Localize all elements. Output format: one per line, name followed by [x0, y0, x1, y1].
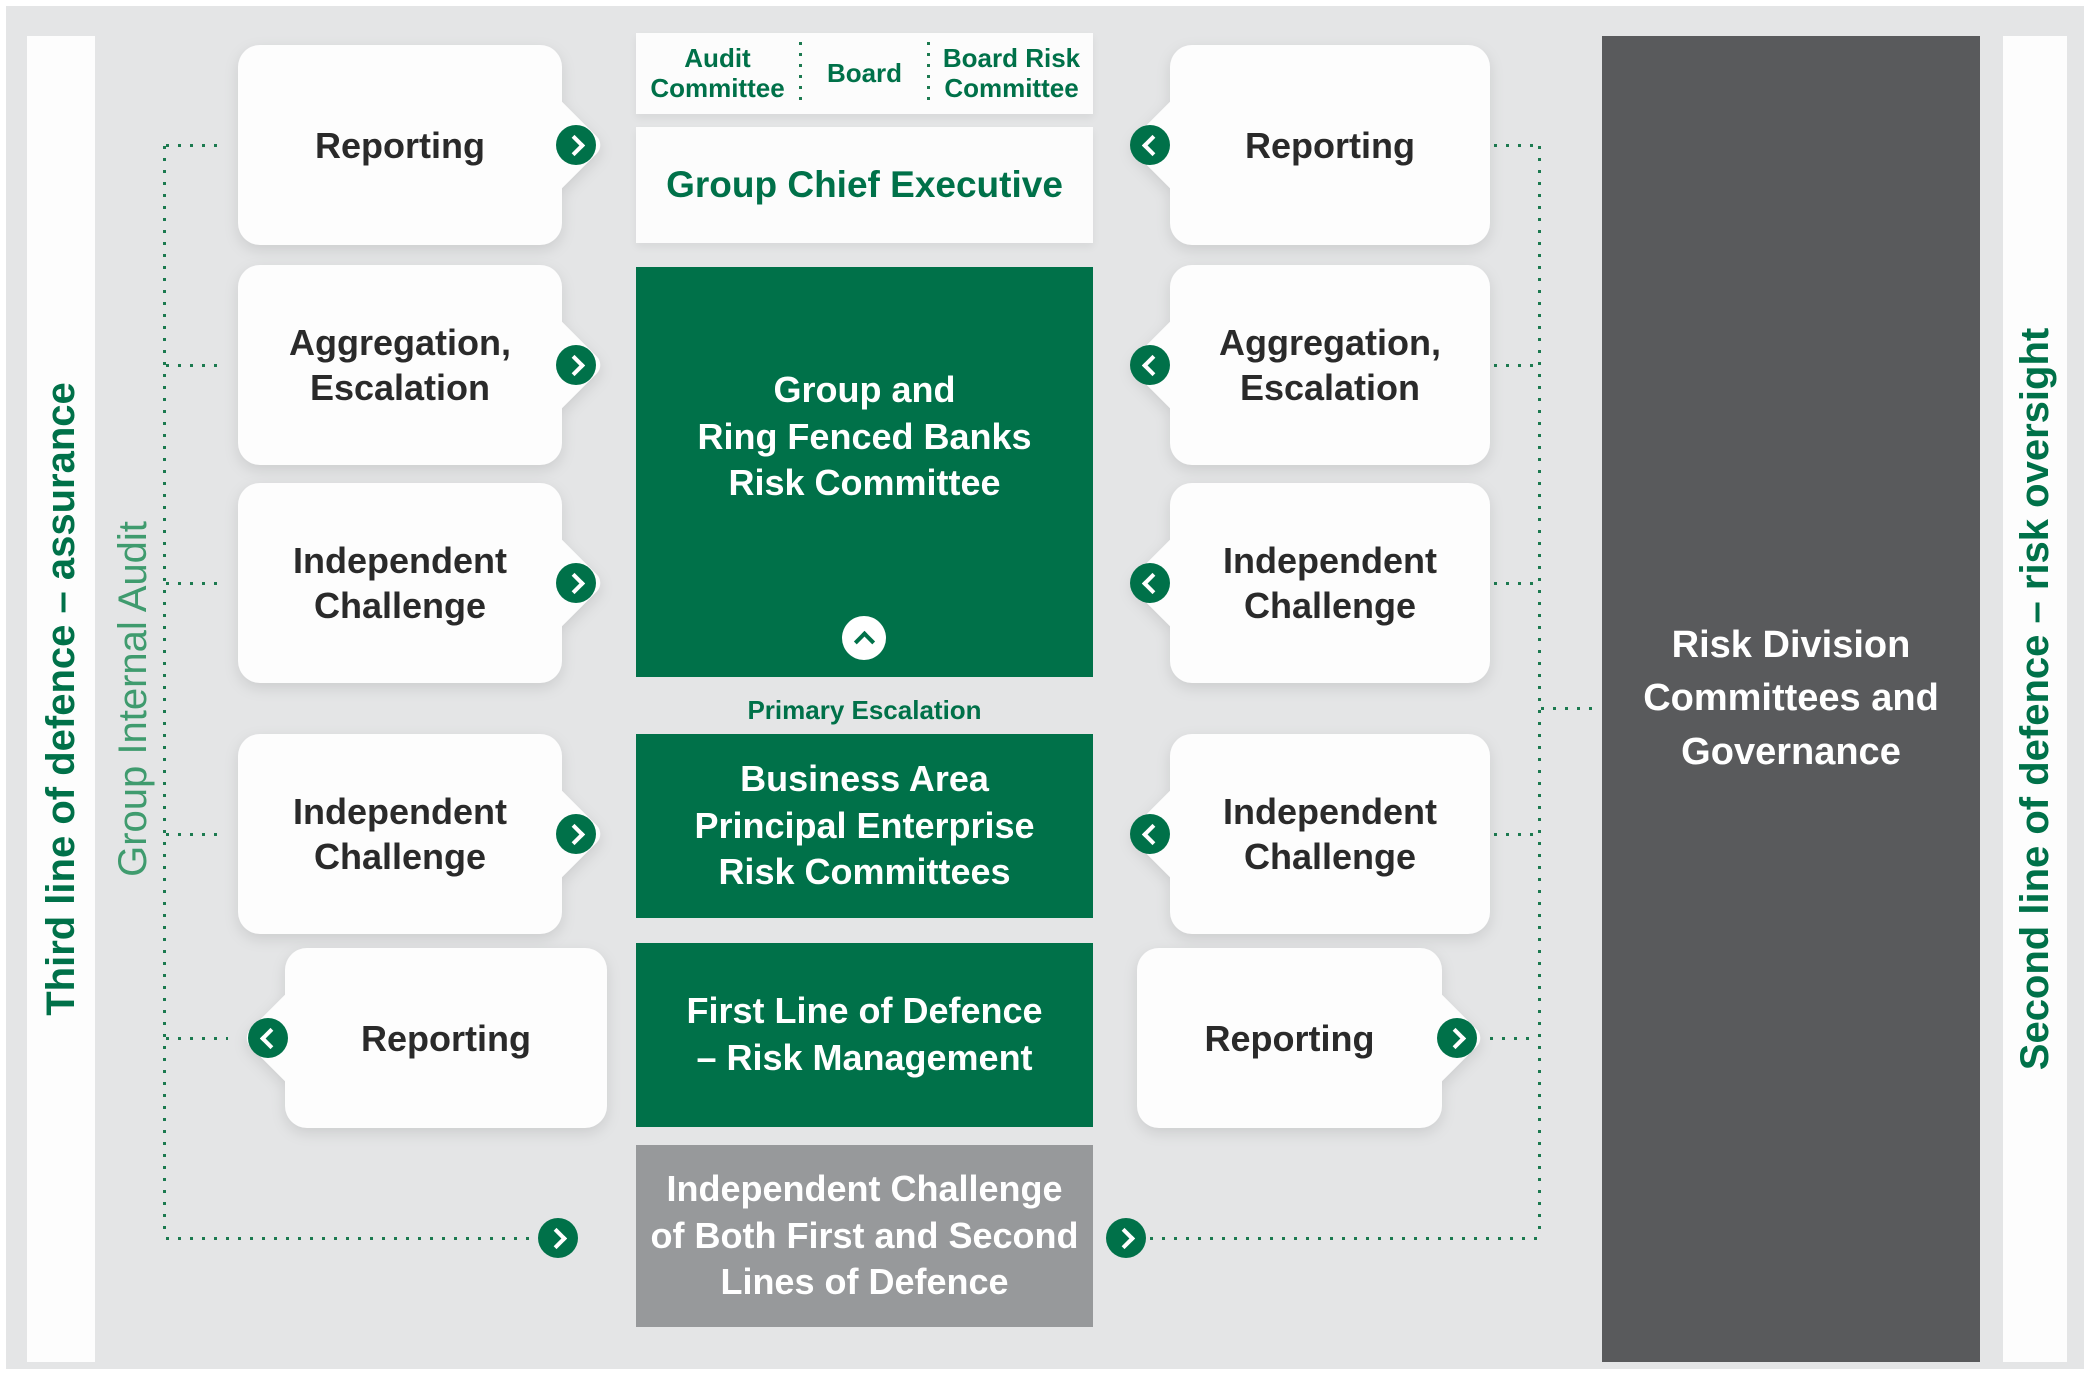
flow-box-label: Independent Challenge	[1223, 791, 1437, 877]
flow-box-aggregation-escalation: Aggregation, Escalation	[1126, 265, 1490, 465]
flow-box-reporting: Reporting	[1137, 948, 1486, 1128]
flow-box-independent-challenge: Independent Challenge	[1126, 734, 1490, 934]
flow-box-label: Independent Challenge	[1223, 540, 1437, 626]
business-area-committees-box: Business Area Principal Enterprise Risk …	[636, 734, 1093, 918]
dotted-connector	[166, 1237, 534, 1240]
chevron-right-icon	[1106, 1218, 1146, 1258]
left-dotted-spine	[163, 146, 166, 1238]
flow-box-label: Reporting	[361, 1017, 531, 1059]
dotted-separator	[927, 41, 930, 106]
chevron-up-glyph	[853, 630, 875, 652]
chevron-right-icon	[538, 1218, 578, 1258]
group-rfb-risk-committee-label: Group and Ring Fenced Banks Risk Committ…	[697, 368, 1032, 504]
dotted-separator	[799, 41, 802, 106]
risk-division-panel-label: Risk Division Committees and Governance	[1643, 624, 1939, 773]
primary-escalation-label: Primary Escalation	[636, 692, 1093, 728]
flow-box-label: Reporting	[1204, 1017, 1375, 1059]
dotted-connector	[166, 1037, 228, 1040]
chevron-right-icon	[556, 563, 596, 603]
independent-challenge-both-label: Independent Challenge of Both First and …	[650, 1167, 1079, 1303]
second-line-rail: Second line of defence – risk oversight	[2003, 36, 2067, 1362]
group-internal-audit-rail: Group Internal Audit	[96, 36, 170, 1362]
flow-box-independent-challenge: Independent Challenge	[1126, 483, 1490, 683]
dotted-connector	[1150, 1237, 1538, 1240]
group-rfb-risk-committee-box: Group and Ring Fenced Banks Risk Committ…	[636, 267, 1093, 677]
dotted-connector	[1494, 582, 1538, 585]
chevron-right-icon	[556, 125, 596, 165]
flow-box-label: Reporting	[315, 124, 485, 166]
dotted-connector	[1494, 144, 1538, 147]
chevron-up-icon	[842, 616, 886, 660]
first-line-defence-label: First Line of Defence – Risk Management	[686, 990, 1043, 1078]
board-label: Board	[826, 57, 903, 88]
dotted-connector-to-panel	[1541, 707, 1601, 710]
group-chief-executive-label: Group Chief Executive	[666, 164, 1063, 205]
board-risk-committee-label: Board Risk Committee	[942, 42, 1081, 103]
flow-box-independent-challenge: Independent Challenge	[238, 734, 606, 934]
chevron-right-icon	[556, 814, 596, 854]
board-committees-bar: Audit Committee Board Board Risk Committ…	[636, 33, 1093, 114]
primary-escalation-text: Primary Escalation	[747, 694, 982, 725]
dotted-connector	[166, 144, 220, 147]
risk-division-panel: Risk Division Committees and Governance	[1602, 36, 1980, 1362]
flow-box-label: Independent Challenge	[293, 540, 507, 626]
flow-box-reporting: Reporting	[241, 948, 607, 1128]
flow-box-reporting: Reporting	[238, 45, 606, 245]
flow-box-label: Reporting	[1245, 124, 1415, 166]
dotted-connector	[166, 833, 220, 836]
dotted-connector	[166, 582, 220, 585]
chevron-right-icon	[556, 345, 596, 385]
dotted-connector	[166, 364, 220, 367]
chevron-left-icon	[1130, 814, 1170, 854]
business-area-committees-label: Business Area Principal Enterprise Risk …	[694, 757, 1035, 893]
flow-box-label: Aggregation, Escalation	[1219, 322, 1441, 408]
flow-box-reporting: Reporting	[1126, 45, 1490, 245]
flow-box-label: Independent Challenge	[293, 791, 507, 877]
group-chief-executive-bar: Group Chief Executive	[636, 127, 1093, 243]
dotted-connector	[1494, 364, 1538, 367]
dotted-connector	[1494, 833, 1538, 836]
flow-box-independent-challenge: Independent Challenge	[238, 483, 606, 683]
chevron-left-icon	[1130, 345, 1170, 385]
third-line-rail-label: Third line of defence – assurance	[38, 382, 83, 1016]
audit-committee-label: Audit Committee	[650, 42, 785, 103]
chevron-left-icon	[248, 1018, 288, 1058]
flow-box-aggregation-escalation: Aggregation, Escalation	[238, 265, 606, 465]
second-line-rail-label: Second line of defence – risk oversight	[2012, 327, 2057, 1071]
dotted-connector	[1490, 1037, 1538, 1040]
first-line-defence-box: First Line of Defence – Risk Management	[636, 943, 1093, 1127]
chevron-left-icon	[1130, 125, 1170, 165]
independent-challenge-both-box: Independent Challenge of Both First and …	[636, 1145, 1093, 1327]
chevron-left-icon	[1130, 563, 1170, 603]
group-internal-audit-label: Group Internal Audit	[110, 521, 155, 877]
right-dotted-spine	[1538, 146, 1541, 1238]
third-line-rail: Third line of defence – assurance	[27, 36, 95, 1362]
chevron-right-icon	[1437, 1018, 1477, 1058]
flow-box-label: Aggregation, Escalation	[289, 322, 511, 408]
